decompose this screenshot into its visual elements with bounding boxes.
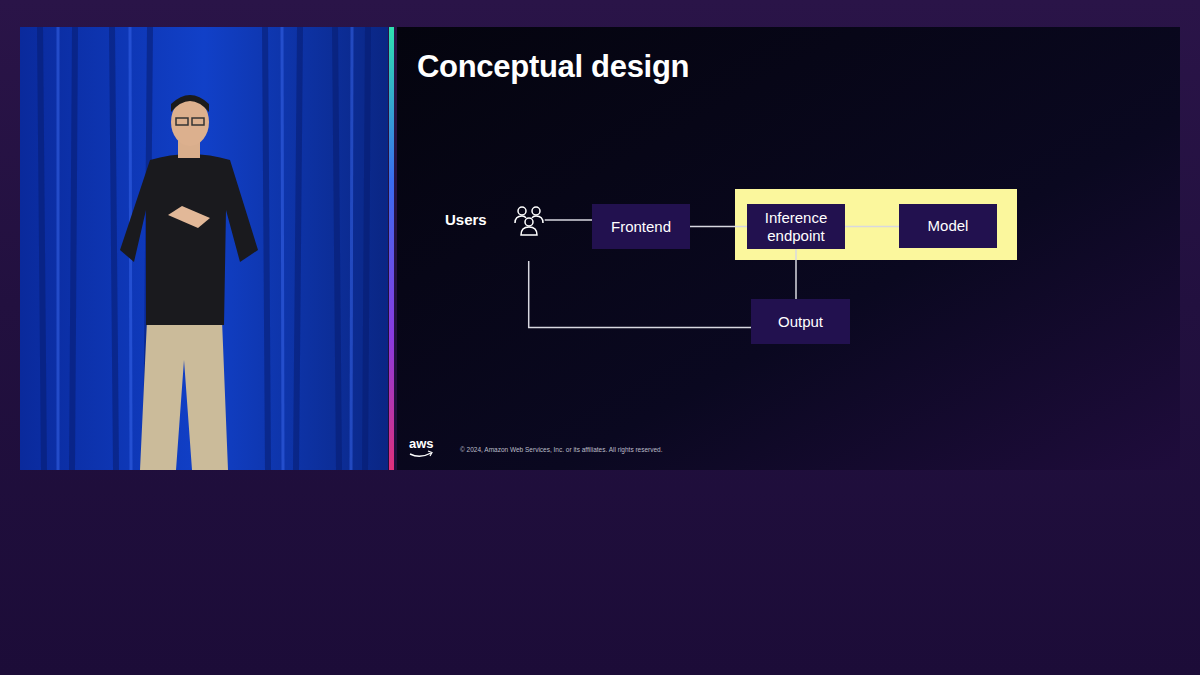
process-box: Inference endpoint [747,204,845,249]
user-group: Users [445,204,545,236]
connector-line [795,249,797,299]
node-text: Frontend [611,218,671,236]
connector-line [845,226,899,228]
process-box: Output [751,299,850,344]
aws-logo: aws [409,437,434,451]
connector-line [690,226,747,228]
node-text: Model [928,217,969,235]
slide-title: Conceptual design [417,49,689,85]
connector-line [545,219,592,221]
node-text: Users [445,211,487,229]
node-text: Inference endpoint [755,209,837,245]
process-box: Frontend [592,204,690,249]
node-text: Output [778,313,823,331]
process-box: Model [899,204,997,248]
users-icon [513,204,545,236]
copyright-note: © 2024, Amazon Web Services, Inc. or its… [460,446,663,454]
connector-line [529,261,751,328]
